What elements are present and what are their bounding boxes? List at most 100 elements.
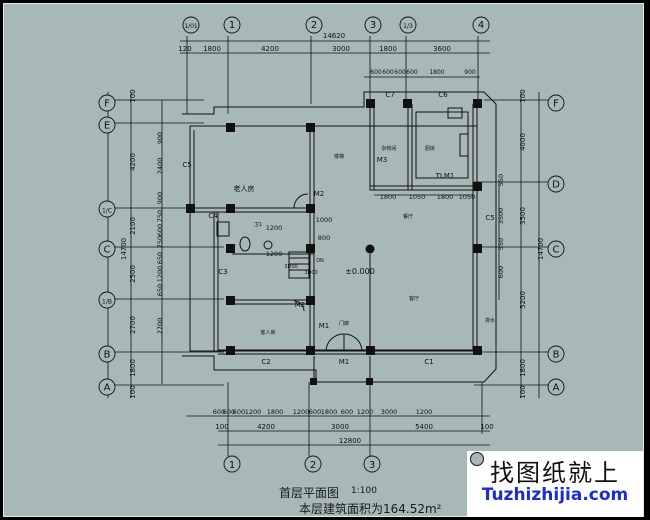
level-mark: ±0.000 bbox=[345, 267, 375, 276]
room-porch: 门廊 bbox=[339, 320, 349, 327]
dim-right-total: 14700 bbox=[537, 238, 545, 260]
opening-label: C1 bbox=[424, 358, 433, 366]
grid-label-right: A bbox=[553, 383, 560, 394]
grid-label-right: C bbox=[553, 245, 560, 256]
dim-left-outer: 100 bbox=[129, 385, 137, 398]
dim-left-inner: 650 bbox=[156, 252, 164, 264]
dim-left-inner: 2400 bbox=[156, 158, 164, 175]
columns bbox=[186, 99, 482, 385]
dim-bottom-1: 600 bbox=[341, 408, 353, 416]
opening-label: C5 bbox=[485, 214, 494, 222]
grid-label-bottom: 1 bbox=[229, 460, 235, 471]
stair-mark: 3D00 bbox=[284, 264, 297, 270]
opening-label: TLM1 bbox=[435, 172, 455, 180]
dim-top-2: 600 bbox=[394, 69, 406, 76]
dim-bottom-1: 1200 bbox=[293, 408, 310, 416]
dim-left-outer: 1800 bbox=[129, 359, 137, 377]
dim-bottom-total: 12800 bbox=[339, 437, 361, 445]
dim-interior: 800 bbox=[318, 234, 330, 242]
opening-label: C2 bbox=[261, 358, 270, 366]
room-living: 客厅 bbox=[409, 295, 419, 302]
grid-label-top: 1/3 bbox=[403, 23, 413, 30]
dim-right-inner: 550 bbox=[497, 238, 505, 250]
grid-label-bottom: 3 bbox=[369, 460, 375, 471]
dim-bottom-1: 600 bbox=[213, 408, 225, 416]
dim-top: 1800 bbox=[203, 45, 221, 53]
opening-label: C7 bbox=[385, 91, 394, 99]
room-elder: 老人房 bbox=[234, 184, 255, 193]
dim-bottom-1: 3000 bbox=[381, 408, 398, 416]
dim-top: 120 bbox=[178, 45, 191, 53]
dim-top-2: 900 bbox=[464, 69, 476, 76]
opening-label: M2 bbox=[314, 190, 325, 198]
dim-top: 3000 bbox=[332, 45, 350, 53]
dim-bottom-1: 600 bbox=[309, 408, 321, 416]
grid-bubbles bbox=[98, 16, 565, 473]
dim-right-outer: 3500 bbox=[519, 207, 527, 225]
opening-label: C3 bbox=[218, 268, 227, 276]
dim-interior: 1200 bbox=[266, 250, 283, 258]
walls bbox=[182, 91, 497, 383]
dim-left-inner: 750 bbox=[156, 236, 164, 248]
dim-left-inner: 900 bbox=[156, 192, 164, 204]
grid-label-right: F bbox=[553, 99, 559, 110]
dim-left-total: 14700 bbox=[120, 238, 128, 260]
opening-label: C5 bbox=[182, 161, 191, 169]
dim-bottom-2: 5400 bbox=[415, 423, 433, 431]
grid-label-right: D bbox=[552, 180, 560, 191]
stair-down-label: DN bbox=[316, 258, 324, 264]
dim-interior: 1200 bbox=[266, 224, 283, 232]
watermark-box: 找图纸就上 Tuzhizhijia.com bbox=[467, 451, 643, 517]
grid-label-top: 1/01 bbox=[184, 23, 198, 30]
grid-label-right: B bbox=[553, 350, 560, 361]
opening-label: C6 bbox=[438, 91, 448, 99]
grid-label-left: C bbox=[104, 245, 111, 256]
dim-top: 3600 bbox=[433, 45, 451, 53]
grid-label-top: 3 bbox=[370, 20, 376, 31]
dim-bottom-2: 3000 bbox=[331, 423, 349, 431]
grid-label-left: 1/C bbox=[102, 208, 112, 215]
dim-interior: 1800 bbox=[380, 193, 397, 201]
dim-bottom-1: 600 bbox=[223, 408, 235, 416]
opening-label: M3 bbox=[377, 156, 388, 164]
dim-bottom-1: 1200 bbox=[245, 408, 262, 416]
dim-left-outer: 100 bbox=[129, 89, 137, 102]
opening-label: M1 bbox=[339, 358, 350, 366]
dim-left-inner: 900 bbox=[156, 132, 164, 144]
dim-bottom-2: 100 bbox=[480, 423, 493, 431]
dim-bottom-1: 1800 bbox=[321, 408, 338, 416]
grid-label-bottom: 2 bbox=[310, 460, 316, 471]
dim-bottom-1: 600 bbox=[233, 408, 245, 416]
dim-left-outer: 2500 bbox=[129, 265, 137, 283]
room-kitchen: 厨房 bbox=[425, 145, 435, 152]
watermark-url: Tuzhizhijia.com bbox=[481, 485, 629, 505]
room-guest: 客人房 bbox=[260, 329, 275, 336]
dim-left-inner: 750 bbox=[156, 210, 164, 222]
dim-left-inner: 1200 bbox=[156, 266, 164, 283]
dim-top-total: 14620 bbox=[323, 32, 345, 40]
dim-right-inner: 550 bbox=[497, 174, 505, 186]
watermark-chinese: 找图纸就上 bbox=[490, 459, 620, 487]
grid-label-top: 2 bbox=[311, 20, 317, 31]
dim-right-outer: 100 bbox=[519, 385, 527, 398]
dim-right-outer: 5200 bbox=[519, 291, 527, 309]
dim-left-inner: 2700 bbox=[156, 318, 164, 335]
grid-label-top: 1 bbox=[229, 20, 235, 31]
dim-bottom-1: 1800 bbox=[267, 408, 284, 416]
dim-left-outer: 2700 bbox=[129, 316, 137, 334]
room-dining: 餐厅 bbox=[403, 213, 413, 220]
dim-left-outer: 4200 bbox=[129, 153, 137, 171]
dim-top-2: 600 bbox=[406, 69, 418, 76]
grid-label-left: F bbox=[104, 99, 110, 110]
floor-area-label: 本层建筑面积为164.52m² bbox=[299, 502, 442, 516]
floor-plan-drawing: 1/011231/34123FE1/CC1/BBAFDCBA1462012018… bbox=[98, 16, 565, 473]
dim-right-outer: 100 bbox=[519, 89, 527, 102]
plan-scale: 1:100 bbox=[351, 486, 377, 496]
dim-bottom-2: 4200 bbox=[257, 423, 275, 431]
dim-bottom-2: 100 bbox=[215, 423, 228, 431]
dim-top: 1800 bbox=[379, 45, 397, 53]
stair-mark: 3D00 bbox=[304, 270, 317, 276]
opening-label: M1 bbox=[319, 322, 330, 330]
